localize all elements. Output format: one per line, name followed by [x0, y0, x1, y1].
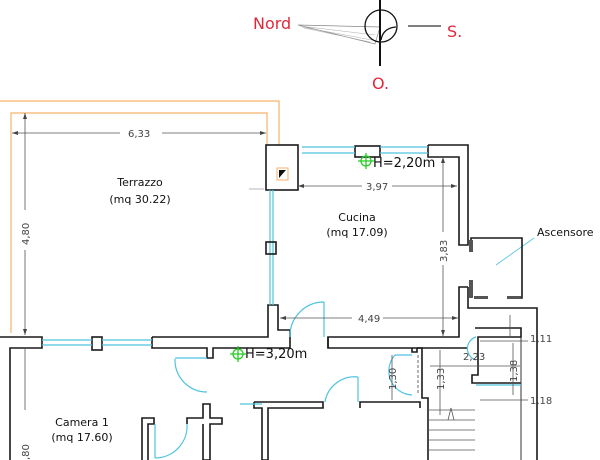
- height-label: H=2,20m: [373, 156, 435, 171]
- room-cucina-name: Cucina: [338, 211, 375, 224]
- dimension-stair-2: 1,38: [509, 343, 520, 395]
- dimension-stair-3: 1,18: [480, 396, 552, 407]
- dimension-hall-1: 1,30: [388, 355, 399, 400]
- windows-and-doors: [42, 146, 521, 459]
- room-cucina-area: (mq 17.09): [326, 226, 387, 239]
- height-marker-hall: H=3,20m: [230, 346, 307, 362]
- dim-label: 4,80: [21, 223, 32, 245]
- compass-needle-icon: [297, 0, 441, 66]
- walls: [0, 144, 538, 460]
- dim-label: 1,18: [530, 396, 552, 407]
- dim-label: 2,23: [463, 352, 485, 363]
- dim-label: 4,49: [358, 314, 380, 325]
- dim-label: 1,33: [436, 368, 447, 390]
- height-label: H=3,20m: [245, 347, 307, 362]
- dim-label: 1,38: [509, 360, 520, 382]
- compass-west-label: O.: [372, 74, 389, 93]
- dim-label: 3,83: [439, 240, 450, 262]
- dimension-cucina-width-top: 3,97: [298, 182, 457, 193]
- dimension-hall-2: 1,33: [436, 350, 447, 415]
- dimension-cucina-width-bottom: 4,49: [280, 314, 458, 325]
- dim-label: 1,30: [388, 368, 399, 390]
- room-camera1-area: (mq 17.60): [51, 431, 112, 444]
- compass-rose: Nord S. O.: [253, 0, 462, 93]
- height-marker-cucina: H=2,20m: [358, 153, 435, 171]
- dim-label: ,80: [21, 444, 32, 460]
- dim-label: 6,33: [128, 129, 150, 140]
- dimension-terrazzo-width: 6,33: [12, 129, 266, 140]
- room-ascensore-name: Ascensore: [537, 226, 594, 239]
- stair-arrow-icon: [447, 407, 455, 421]
- terrace-outline: [0, 100, 280, 333]
- dim-label: 1,11: [530, 334, 552, 345]
- leader-line: [495, 237, 535, 266]
- room-camera1-name: Camera 1: [55, 416, 109, 429]
- dimension-stair-1: 1,11: [480, 315, 552, 345]
- room-terrazzo-area: (mq 30.22): [109, 193, 170, 206]
- dimension-cucina-depth: 3,83: [439, 157, 450, 336]
- room-terrazzo-name: Terrazzo: [116, 176, 163, 189]
- dimension-camera-depth: ,80: [21, 348, 32, 460]
- dimension-stair-width: 2,23: [430, 352, 520, 367]
- dim-label: 3,97: [366, 182, 388, 193]
- compass-south-label: S.: [447, 22, 462, 41]
- dimension-terrazzo-depth: 4,80: [21, 113, 32, 335]
- compass-north-label: Nord: [253, 14, 291, 33]
